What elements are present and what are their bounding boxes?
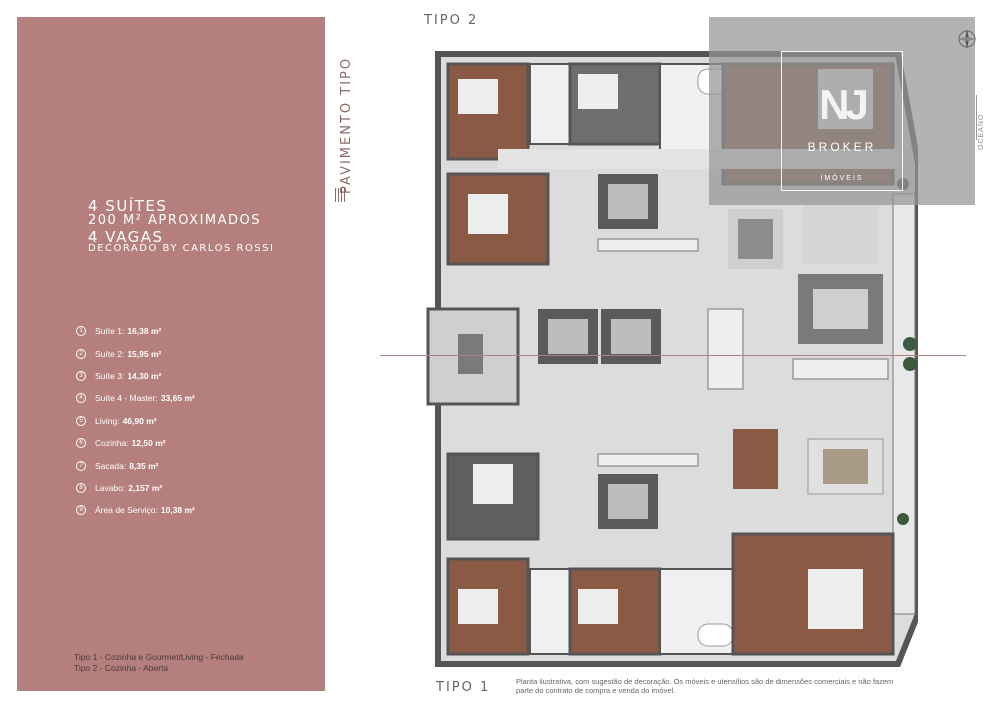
list-item: 8 Lavabo:2,157 m²: [76, 477, 195, 499]
room-area: 14,30 m²: [127, 370, 162, 381]
highlight-decor: DECORADO BY CARLOS ROSSI: [88, 243, 275, 254]
room-label: Suíte 1:: [95, 326, 125, 337]
list-item: 6 Cozinha:12,50 m²: [76, 432, 195, 454]
tipos-note-line: Tipo 1 - Cozinha e Gourmet/Living - Fech…: [74, 652, 244, 662]
list-item: 7 Sacada:8,35 m²: [76, 454, 195, 476]
room-area: 16,38 m²: [127, 326, 162, 337]
room-number: 8: [76, 482, 86, 493]
highlight-suites: 4 SUÍTES: [88, 197, 168, 215]
vertical-title: PAVIMENTO TIPO: [339, 14, 359, 194]
room-area: 33,65 m²: [160, 393, 195, 404]
tipos-note-line: Tipo 2 - Cozinha - Aberta: [74, 663, 169, 673]
room-label: Sacada:: [95, 460, 127, 471]
highlight-vagas: 4 VAGAS: [88, 228, 164, 246]
watermark: NJ BROKER IMÓVEIS: [709, 17, 975, 205]
list-item: 3 Suíte 3:14,30 m²: [76, 365, 195, 387]
watermark-logo: NJ: [819, 81, 869, 128]
room-area: 2,157 m²: [128, 482, 163, 493]
title-bars-icon: [335, 188, 345, 202]
list-item: 2 Suíte 2:15,95 m²: [76, 342, 195, 364]
room-area: 8,35 m²: [129, 460, 159, 471]
compass-icon: [957, 29, 977, 49]
room-label: Cozinha:: [95, 438, 129, 449]
room-number: 2: [76, 348, 86, 359]
room-label: Living:: [95, 415, 120, 426]
room-number: 6: [76, 438, 86, 449]
highlight-area: 200 M² APROXIMADOS: [88, 213, 262, 228]
room-label: Área de Serviço:: [95, 505, 158, 516]
watermark-frame: [781, 51, 903, 191]
oceano-indicator: [976, 95, 977, 140]
room-number: 5: [76, 415, 86, 426]
room-area: 15,95 m²: [127, 348, 162, 359]
watermark-sub: IMÓVEIS: [820, 175, 864, 182]
room-number: 4: [76, 393, 86, 404]
room-label: Suíte 3:: [95, 370, 125, 381]
room-label: Lavabo:: [95, 482, 126, 493]
vertical-title-text: PAVIMENTO TIPO: [339, 56, 354, 194]
list-item: 1 Suíte 1:16,38 m²: [76, 320, 195, 342]
room-number: 1: [76, 326, 86, 337]
info-panel: [17, 17, 325, 691]
oceano-label: OCEANO: [978, 113, 985, 150]
room-area: 12,50 m²: [131, 438, 166, 449]
room-area: 10,38 m²: [160, 505, 195, 516]
section-cut-line: [380, 355, 966, 356]
room-number: 7: [76, 460, 86, 471]
label-tipo-1: TIPO 1: [436, 680, 491, 695]
list-item: 9 Área de Serviço:10,38 m²: [76, 499, 195, 521]
room-number: 9: [76, 505, 86, 516]
room-label: Suíte 4 - Master:: [95, 393, 158, 404]
room-label: Suíte 2:: [95, 348, 125, 359]
room-number: 3: [76, 370, 86, 381]
list-item: 4 Suíte 4 - Master:33,65 m²: [76, 387, 195, 409]
disclaimer-text: Planta ilustrativa, com sugestão de deco…: [516, 677, 894, 695]
watermark-name: BROKER: [807, 140, 877, 154]
list-item: 5 Living:46,90 m²: [76, 410, 195, 432]
label-tipo-2: TIPO 2: [424, 13, 479, 28]
room-area: 46,90 m²: [122, 415, 157, 426]
tipos-note: Tipo 1 - Cozinha e Gourmet/Living - Fech…: [74, 652, 244, 674]
